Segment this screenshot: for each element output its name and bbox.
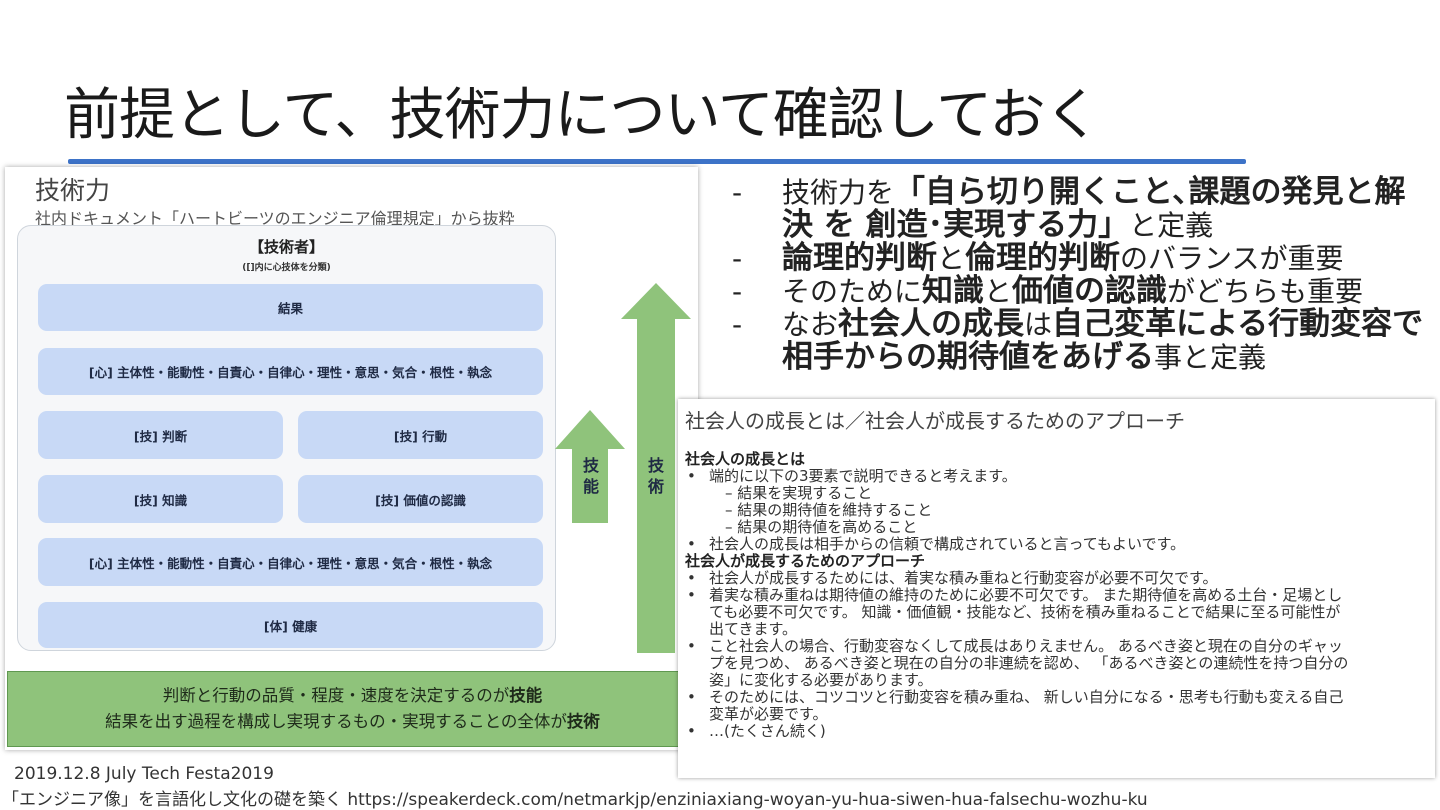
key-point-2: - 論理的判断と倫理的判断のバランスが重要 [732,240,1344,276]
bar-health: [体] 健康 [38,602,543,648]
box-title: 【技術者】 [248,238,324,256]
box-subtitle: ([]内に心技体を分類) [242,263,331,273]
excerpt-title: 社会人の成長とは／社会人が成長するためのアプローチ [685,409,1185,433]
list-item: •社会人が成長するためには、着実な積み重ねと行動変容が必要不可欠です。 [687,569,1218,587]
technique-arrow-label: 技術 [647,456,664,496]
key-point-3: - そのために知識と価値の認識がどちらも重要 [732,273,1364,309]
slide-title: 前提として、技術力について確認しておく [64,83,1100,148]
panel-subheading: 社内ドキュメント「ハートビーツのエンジニア倫理規定」から抜粋 [35,209,515,228]
key-point-1: - 技術力を「自ら切り開くこと､課題の発見と解決 を 創造･実現する力」と定義 [732,174,1406,243]
technique-arrow-shape [621,283,691,653]
band-line-2: 結果を出す過程を構成し実現するもの・実現することの全体が技術 [105,712,600,731]
bar-heart-top: [心] 主体性・能動性・自責心・自律心・理性・意思・気合・根性・執念 [38,348,543,395]
footer-source-link[interactable]: 「エンジニア像」を言語化し文化の礎を築く https://speakerdeck… [2,790,1148,810]
skill-arrow-label: 技能 [582,456,599,496]
list-item: •そのためには、コツコツと行動変容を積み重ね、 新しい自分になる・思考も行動も変… [687,688,1344,723]
bar-heart-bottom: [心] 主体性・能動性・自責心・自律心・理性・意思・気合・根性・執念 [38,538,543,586]
section-heading: 社会人の成長とは [685,450,806,468]
sub-item: – 結果の期待値を維持すること [725,501,933,519]
list-item: •…(たくさん続く) [687,722,826,740]
title-underline [68,159,1246,164]
technical-skill-panel: 技術力 社内ドキュメント「ハートビーツのエンジニア倫理規定」から抜粋 【技術者】… [5,167,698,750]
definition-band: 判断と行動の品質・程度・速度を決定するのが技能 結果を出す過程を構成し実現するも… [7,671,698,747]
footer-event: 2019.12.8 July Tech Festa2019 [14,764,274,784]
arrows-graphic [555,283,691,653]
band-line-1: 判断と行動の品質・程度・速度を決定するのが技能 [162,686,543,705]
bar-value-recognition: [技] 価値の認識 [298,475,543,523]
list-item: •社会人の成長は相手からの信頼で構成されていると言ってもよいです。 [687,535,1186,553]
key-point-4: - なお社会人の成長は自己変革による行動変容で相手からの期待値をあげる事と定義 [732,306,1424,375]
sub-item: – 結果を実現すること [725,484,873,502]
skill-arrow-shape [555,410,625,523]
key-points-list: - 技術力を「自ら切り開くこと､課題の発見と解決 を 創造･実現する力」と定義 … [732,174,1432,375]
growth-excerpt-panel: 社会人の成長とは／社会人が成長するためのアプローチ 社会人の成長とは •端的に以… [678,399,1435,778]
list-item: •着実な積み重ねは期待値の維持のために必要不可欠です。 また期待値を高める土台・… [687,586,1343,638]
list-item: •端的に以下の3要素で説明できると考えます。 [687,467,1017,485]
sub-item: – 結果の期待値を高めること [725,518,918,536]
list-item: •こと社会人の場合、行動変容なくして成長はありえません。 あるべき姿と現在の自分… [687,637,1349,689]
section-heading: 社会人が成長するためのアプローチ [685,552,926,570]
bar-knowledge: [技] 知識 [38,475,283,523]
bar-judgment: [技] 判断 [38,411,283,459]
excerpt-body: 社会人の成長とは •端的に以下の3要素で説明できると考えます。 – 結果を実現す… [685,451,1430,740]
bar-result: 結果 [38,284,543,331]
panel-heading: 技術力 [35,176,111,205]
engineer-model-box: 【技術者】 ([]内に心技体を分類) 結果 [心] 主体性・能動性・自責心・自律… [17,225,556,651]
bar-action: [技] 行動 [298,411,543,459]
